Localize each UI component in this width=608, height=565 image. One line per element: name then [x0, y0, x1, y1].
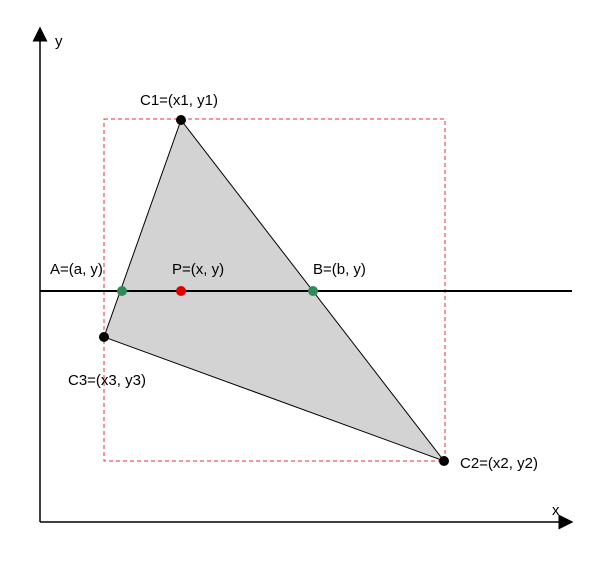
point-a [117, 286, 127, 296]
vertex-c1 [176, 115, 186, 125]
label-a: A=(a, y) [50, 261, 103, 278]
label-c2: C2=(x2, y2) [460, 455, 538, 472]
label-p: P=(x, y) [172, 261, 224, 278]
vertex-c2 [439, 456, 449, 466]
x-axis-label: x [552, 502, 560, 519]
point-p [176, 286, 186, 296]
point-b [308, 286, 318, 296]
label-b: B=(b, y) [313, 261, 366, 278]
vertex-c3 [99, 332, 109, 342]
label-c3: C3=(x3, y3) [68, 372, 146, 389]
y-axis-label: y [55, 33, 63, 50]
label-c1: C1=(x1, y1) [140, 92, 218, 109]
